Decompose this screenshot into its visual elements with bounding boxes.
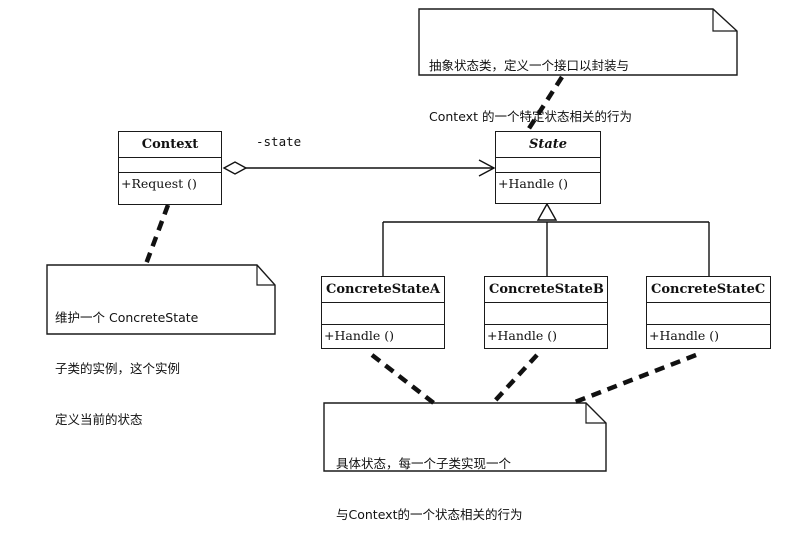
class-concrete-state-a[interactable]: ConcreteStateA +Handle () — [321, 276, 445, 349]
concrete-note-text: 具体状态，每一个子类实现一个 与Context的一个状态相关的行为 — [336, 421, 522, 557]
context-note-line-1: 维护一个 ConcreteState — [55, 310, 199, 325]
class-concrete-state-b-operation: +Handle () — [487, 328, 558, 343]
concrete-c-note-anchor — [569, 352, 697, 407]
state-note-line-2: Context 的一个特定状态相关的行为 — [429, 109, 632, 124]
state-note-text: 抽象状态类，定义一个接口以封装与 Context 的一个特定状态相关的行为 — [429, 23, 632, 159]
class-concrete-state-b[interactable]: ConcreteStateB +Handle () — [484, 276, 608, 349]
association-role-label: -state — [256, 134, 302, 149]
class-concrete-state-b-name: ConcreteStateB — [485, 277, 607, 303]
class-context-operation: +Request () — [121, 176, 197, 191]
class-context-attributes — [119, 158, 221, 173]
context-note-line-3: 定义当前的状态 — [55, 412, 143, 427]
state-note-line-1: 抽象状态类，定义一个接口以封装与 — [429, 58, 630, 73]
concrete-note-shape — [323, 402, 607, 472]
class-concrete-state-a-attributes — [322, 303, 444, 325]
context-note-shape — [46, 264, 276, 335]
class-concrete-state-c[interactable]: ConcreteStateC +Handle () — [646, 276, 771, 349]
class-concrete-state-c-operation: +Handle () — [649, 328, 720, 343]
context-note-line-2: 子类的实例，这个实例 — [55, 361, 181, 376]
concrete-note-line-1: 具体状态，每一个子类实现一个 — [336, 456, 512, 471]
state-note-shape — [418, 8, 738, 76]
class-concrete-state-b-attributes — [485, 303, 607, 325]
concrete-a-note-anchor — [370, 353, 437, 406]
class-state[interactable]: State +Handle () — [495, 131, 601, 204]
class-state-operation: +Handle () — [498, 176, 569, 191]
class-context-name: Context — [119, 132, 221, 158]
state-note-fold-icon — [712, 9, 737, 32]
class-concrete-state-a-name: ConcreteStateA — [322, 277, 444, 303]
class-concrete-state-c-name: ConcreteStateC — [647, 277, 770, 303]
generalization-triangle-icon — [536, 202, 558, 221]
state-note-anchor — [526, 75, 564, 132]
connector-layer — [46, 8, 738, 472]
navigability-arrow-icon — [478, 159, 496, 177]
context-note-anchor — [143, 204, 171, 265]
aggregation-diamond-icon — [222, 161, 248, 175]
class-concrete-state-a-operation: +Handle () — [324, 328, 395, 343]
concrete-note-fold-icon — [585, 403, 606, 424]
class-state-name: State — [496, 132, 600, 158]
uml-state-pattern-diagram: Context +Request () State +Handle () Con… — [46, 8, 771, 522]
concrete-note-line-2: 与Context的一个状态相关的行为 — [336, 507, 523, 522]
context-note-text: 维护一个 ConcreteState 子类的实例，这个实例 定义当前的状态 — [55, 275, 198, 462]
class-state-attributes — [496, 158, 600, 173]
class-concrete-state-c-attributes — [647, 303, 770, 325]
context-note-fold-icon — [256, 265, 275, 286]
concrete-b-note-anchor — [490, 353, 539, 406]
class-context[interactable]: Context +Request () — [118, 131, 222, 205]
